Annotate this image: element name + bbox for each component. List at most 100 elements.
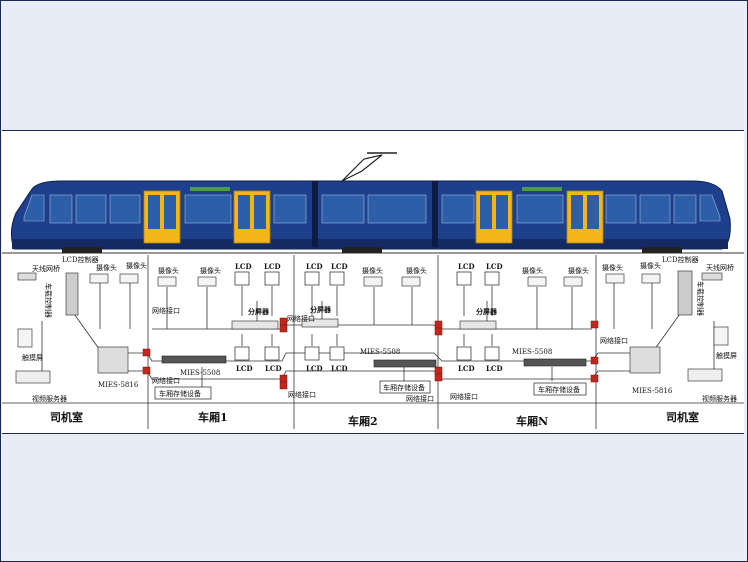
antenna-bridge-label: 天线网桥	[32, 264, 60, 273]
lcd-controller-device	[65, 272, 79, 316]
main-switch-left	[97, 346, 129, 374]
switch-label: MIES-5508	[360, 348, 400, 356]
section-cab-left: 司机室	[50, 410, 83, 424]
touchscreen-label: 触摸屏	[716, 351, 737, 360]
switch-label: MIES-5508	[180, 369, 220, 377]
bottom-band	[2, 433, 744, 559]
lcd-label: LCD	[331, 262, 348, 271]
train-illustration	[2, 152, 744, 254]
lcd-label: LCD	[331, 364, 348, 373]
camera-label: 摄像头	[200, 266, 221, 275]
train-window	[75, 194, 107, 224]
car-storage-devices: 车厢存储设备 车厢存储设备 车厢存储设备	[154, 380, 587, 400]
lcd-label: LCD	[306, 364, 323, 373]
camera-label: 摄像头	[406, 266, 427, 275]
destination-display	[522, 187, 562, 191]
net-port-label: 网络接口	[450, 392, 478, 401]
bogie	[62, 247, 102, 253]
main-switch-right	[629, 346, 661, 374]
lcd-controller-label: LCD控制器	[62, 255, 99, 264]
net-port	[279, 324, 288, 333]
section-carN: 车厢N	[516, 414, 548, 428]
articulation-1	[312, 181, 318, 247]
splitters: 分屏器 分屏器 分屏器	[231, 305, 498, 330]
net-port	[434, 366, 443, 375]
train-window	[184, 194, 232, 224]
net-port	[279, 374, 288, 383]
section-titles: 司机室 车厢1 车厢2 车厢N 司机室	[50, 410, 699, 428]
train-window	[605, 194, 637, 224]
net-port	[434, 373, 443, 382]
train-window	[516, 194, 564, 224]
touchscreen-device	[713, 326, 729, 346]
lcd-label: LCD	[458, 364, 475, 373]
net-port-label: 网络接口	[600, 336, 628, 345]
net-port-labels: 网络接口 网络接口 网络接口 网络接口 网络接口 网络接口 网络接口	[152, 306, 628, 403]
switches: MIES-5508 MIES-5508 MIES-5508	[161, 348, 587, 377]
antenna-bridge-device	[701, 272, 723, 281]
net-port-label: 网络接口	[152, 306, 180, 315]
splitter-label: 分屏器	[310, 305, 332, 314]
net-port	[279, 381, 288, 390]
mies5816-label-left: MIES-5816	[98, 381, 139, 389]
camera-label: 摄像头	[96, 263, 117, 272]
articulation-2	[432, 181, 438, 247]
net-port-label: 网络接口	[406, 394, 434, 403]
train-window	[367, 194, 427, 224]
network-ports	[142, 317, 599, 390]
antenna-bridge-device	[17, 272, 37, 281]
section-dividers	[2, 255, 744, 429]
net-port	[434, 327, 443, 336]
camera-label: 摄像头	[522, 266, 543, 275]
lcd-controller-device	[677, 270, 693, 316]
touchscreen-device	[17, 328, 33, 348]
top-band	[2, 2, 744, 131]
lcd-label: LCD	[235, 262, 252, 271]
train-window	[273, 194, 307, 224]
video-server-device	[15, 370, 51, 384]
cab-window-right	[699, 194, 721, 222]
net-port	[279, 317, 288, 326]
lcd-label: LCD	[264, 262, 281, 271]
camera-label: 摄像头	[126, 261, 147, 270]
net-port	[590, 356, 599, 365]
section-car2: 车厢2	[348, 414, 378, 428]
storage-label: 车厢存储设备	[538, 385, 580, 394]
camera-label: 摄像头	[602, 263, 623, 272]
train-window	[321, 194, 365, 224]
cameras: 摄像头 摄像头 摄像头 摄像头 摄像头 摄像头 摄像头 摄像头 摄像头 摄像头	[89, 261, 661, 287]
video-server-device	[687, 368, 723, 382]
lcd-label: LCD	[236, 364, 253, 373]
switch-label: MIES-5508	[512, 348, 552, 356]
net-port-label: 网络接口	[287, 314, 315, 323]
video-server-label: 视频服务器	[702, 394, 737, 403]
diagram-stage: 摄像头 摄像头 摄像头 摄像头 摄像头 摄像头 摄像头 摄像头 摄像头 摄像头 …	[2, 131, 744, 433]
antenna-bridge-label: 天线网桥	[706, 263, 734, 272]
net-port-label: 网络接口	[152, 376, 180, 385]
lcd-controller-label: LCD控制器	[662, 255, 699, 264]
lcd-label: LCD	[265, 364, 282, 373]
camera-label: 摄像头	[158, 266, 179, 275]
storage-label: 车厢存储设备	[159, 389, 201, 398]
bogie	[342, 247, 382, 253]
train-window	[49, 194, 73, 224]
system-diagram: 摄像头 摄像头 摄像头 摄像头 摄像头 摄像头 摄像头 摄像头 摄像头 摄像头 …	[2, 152, 744, 429]
section-cab-right: 司机室	[666, 410, 699, 424]
section-car1: 车厢1	[198, 410, 228, 424]
bogie	[642, 247, 682, 253]
lcd-monitors: LCD LCD LCD LCD LCD LCD LCD LCD LCD LCD …	[234, 262, 503, 373]
camera-label: 摄像头	[362, 266, 383, 275]
video-server-label: 视频服务器	[32, 394, 67, 403]
splitter-label: 分屏器	[248, 307, 270, 316]
cab-left-equipment: 天线网桥 LCD控制器 车载控制器 触摸屏 视频服务器 MIES-5816	[15, 255, 139, 403]
storage-label: 车厢存储设备	[383, 383, 425, 392]
onboard-ctrl-label: 车载控制器	[696, 281, 705, 316]
net-port	[590, 374, 599, 383]
net-port	[142, 366, 151, 375]
net-port	[590, 320, 599, 329]
net-port	[434, 320, 443, 329]
mies5816-label-right: MIES-5816	[632, 387, 673, 395]
lcd-label: LCD	[486, 364, 503, 373]
train-window	[639, 194, 671, 224]
net-port	[142, 348, 151, 357]
